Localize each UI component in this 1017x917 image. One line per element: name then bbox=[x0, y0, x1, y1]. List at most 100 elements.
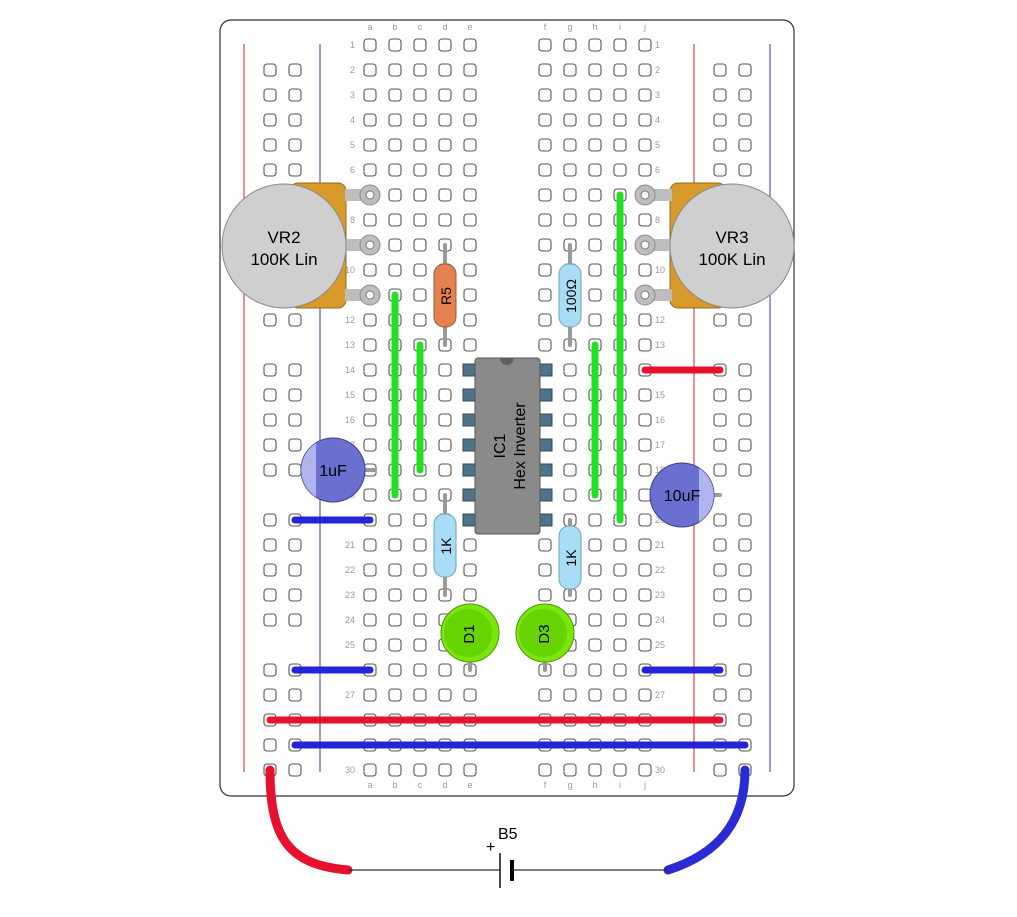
hole-a14 bbox=[363, 363, 377, 377]
d3-lens bbox=[519, 609, 567, 657]
ic1-hex-inverter: IC1 Hex Inverter bbox=[462, 357, 553, 535]
hole-g7 bbox=[563, 188, 577, 202]
hole-i21 bbox=[613, 538, 627, 552]
hole-b24 bbox=[388, 613, 402, 627]
hole-c7 bbox=[413, 188, 427, 202]
hole-e1 bbox=[463, 38, 477, 52]
hole-d2 bbox=[438, 63, 452, 77]
col-label-top-a: a bbox=[367, 22, 372, 32]
rail-hole-0-24 bbox=[263, 613, 277, 627]
rail-hole-2-22 bbox=[713, 563, 727, 577]
rail-hole-3-16 bbox=[738, 413, 752, 427]
hole-b27 bbox=[388, 688, 402, 702]
row-label-left-23: 23 bbox=[345, 590, 355, 600]
ic1-notch bbox=[500, 358, 514, 365]
hole-h26 bbox=[588, 663, 602, 677]
rail-hole-3-23 bbox=[738, 588, 752, 602]
hole-a25 bbox=[363, 638, 377, 652]
hole-a5 bbox=[363, 138, 377, 152]
rail-hole-3-15 bbox=[738, 388, 752, 402]
vr3-pin1-hole bbox=[640, 190, 650, 200]
rail-hole-0-21 bbox=[263, 538, 277, 552]
hole-c9 bbox=[413, 238, 427, 252]
ic1-name: IC1 bbox=[492, 433, 509, 458]
hole-f30 bbox=[538, 763, 552, 777]
hole-c5 bbox=[413, 138, 427, 152]
rail-hole-2-18 bbox=[713, 463, 727, 477]
r5-body bbox=[433, 263, 457, 328]
vr3-pin3-hole bbox=[640, 290, 650, 300]
hole-b22 bbox=[388, 563, 402, 577]
hole-g6 bbox=[563, 163, 577, 177]
hole-g1 bbox=[563, 38, 577, 52]
row-label-left-1: 1 bbox=[350, 40, 355, 50]
rail-hole-2-2 bbox=[713, 63, 727, 77]
col-label-top-c: c bbox=[418, 22, 423, 32]
row-label-left-6: 6 bbox=[350, 165, 355, 175]
hole-j4 bbox=[638, 113, 652, 127]
hole-g2 bbox=[563, 63, 577, 77]
hole-b20 bbox=[388, 513, 402, 527]
battery-positive-lead bbox=[265, 765, 353, 875]
hole-b1 bbox=[388, 38, 402, 52]
hole-b21 bbox=[388, 538, 402, 552]
potentiometer-vr3: VR3 100K Lin bbox=[634, 182, 795, 309]
row-label-left-12: 12 bbox=[345, 315, 355, 325]
rail-hole-3-27 bbox=[738, 688, 752, 702]
hole-j6 bbox=[638, 163, 652, 177]
r100-body bbox=[558, 263, 582, 328]
vr3-pin2-hole bbox=[640, 240, 650, 250]
row-label-right-24: 24 bbox=[655, 615, 665, 625]
rail-hole-3-28 bbox=[738, 713, 752, 727]
row-label-left-5: 5 bbox=[350, 140, 355, 150]
rail-hole-0-17 bbox=[263, 438, 277, 452]
row-label-right-27: 27 bbox=[655, 690, 665, 700]
hole-grid bbox=[263, 38, 752, 777]
row-label-right-22: 22 bbox=[655, 565, 665, 575]
hole-d6 bbox=[438, 163, 452, 177]
c1uf-label: 1uF bbox=[319, 463, 347, 480]
row-label-right-5: 5 bbox=[655, 140, 660, 150]
hole-e5 bbox=[463, 138, 477, 152]
rail-hole-0-27 bbox=[263, 688, 277, 702]
c1uf-stripe bbox=[301, 443, 316, 497]
hole-j5 bbox=[638, 138, 652, 152]
row-label-right-2: 2 bbox=[655, 65, 660, 75]
row-label-right-30: 30 bbox=[655, 765, 665, 775]
hole-e10 bbox=[463, 263, 477, 277]
rail-hole-3-2 bbox=[738, 63, 752, 77]
hole-b2 bbox=[388, 63, 402, 77]
hole-e13 bbox=[463, 338, 477, 352]
hole-g16 bbox=[563, 413, 577, 427]
hole-i5 bbox=[613, 138, 627, 152]
hole-f2 bbox=[538, 63, 552, 77]
hole-g3 bbox=[563, 88, 577, 102]
hole-j3 bbox=[638, 88, 652, 102]
row-label-right-21: 21 bbox=[655, 540, 665, 550]
rail-hole-2-6 bbox=[713, 163, 727, 177]
hole-e27 bbox=[463, 688, 477, 702]
rail-hole-1-12 bbox=[288, 313, 302, 327]
col-label-top-e: e bbox=[467, 22, 472, 32]
hole-j17 bbox=[638, 438, 652, 452]
hole-j30 bbox=[638, 763, 652, 777]
hole-e9 bbox=[463, 238, 477, 252]
row-label-right-23: 23 bbox=[655, 590, 665, 600]
hole-a1 bbox=[363, 38, 377, 52]
hole-i6 bbox=[613, 163, 627, 177]
hole-f9 bbox=[538, 238, 552, 252]
hole-c25 bbox=[413, 638, 427, 652]
hole-i2 bbox=[613, 63, 627, 77]
rail-hole-2-20 bbox=[713, 513, 727, 527]
row-label-left-21: 21 bbox=[345, 540, 355, 550]
rail-hole-0-20 bbox=[263, 513, 277, 527]
r5-label: R5 bbox=[438, 287, 454, 305]
rail-hole-1-23 bbox=[288, 588, 302, 602]
hole-g5 bbox=[563, 138, 577, 152]
hole-i30 bbox=[613, 763, 627, 777]
hole-g4 bbox=[563, 113, 577, 127]
rail-hole-3-24 bbox=[738, 613, 752, 627]
hole-c2 bbox=[413, 63, 427, 77]
hole-d4 bbox=[438, 113, 452, 127]
